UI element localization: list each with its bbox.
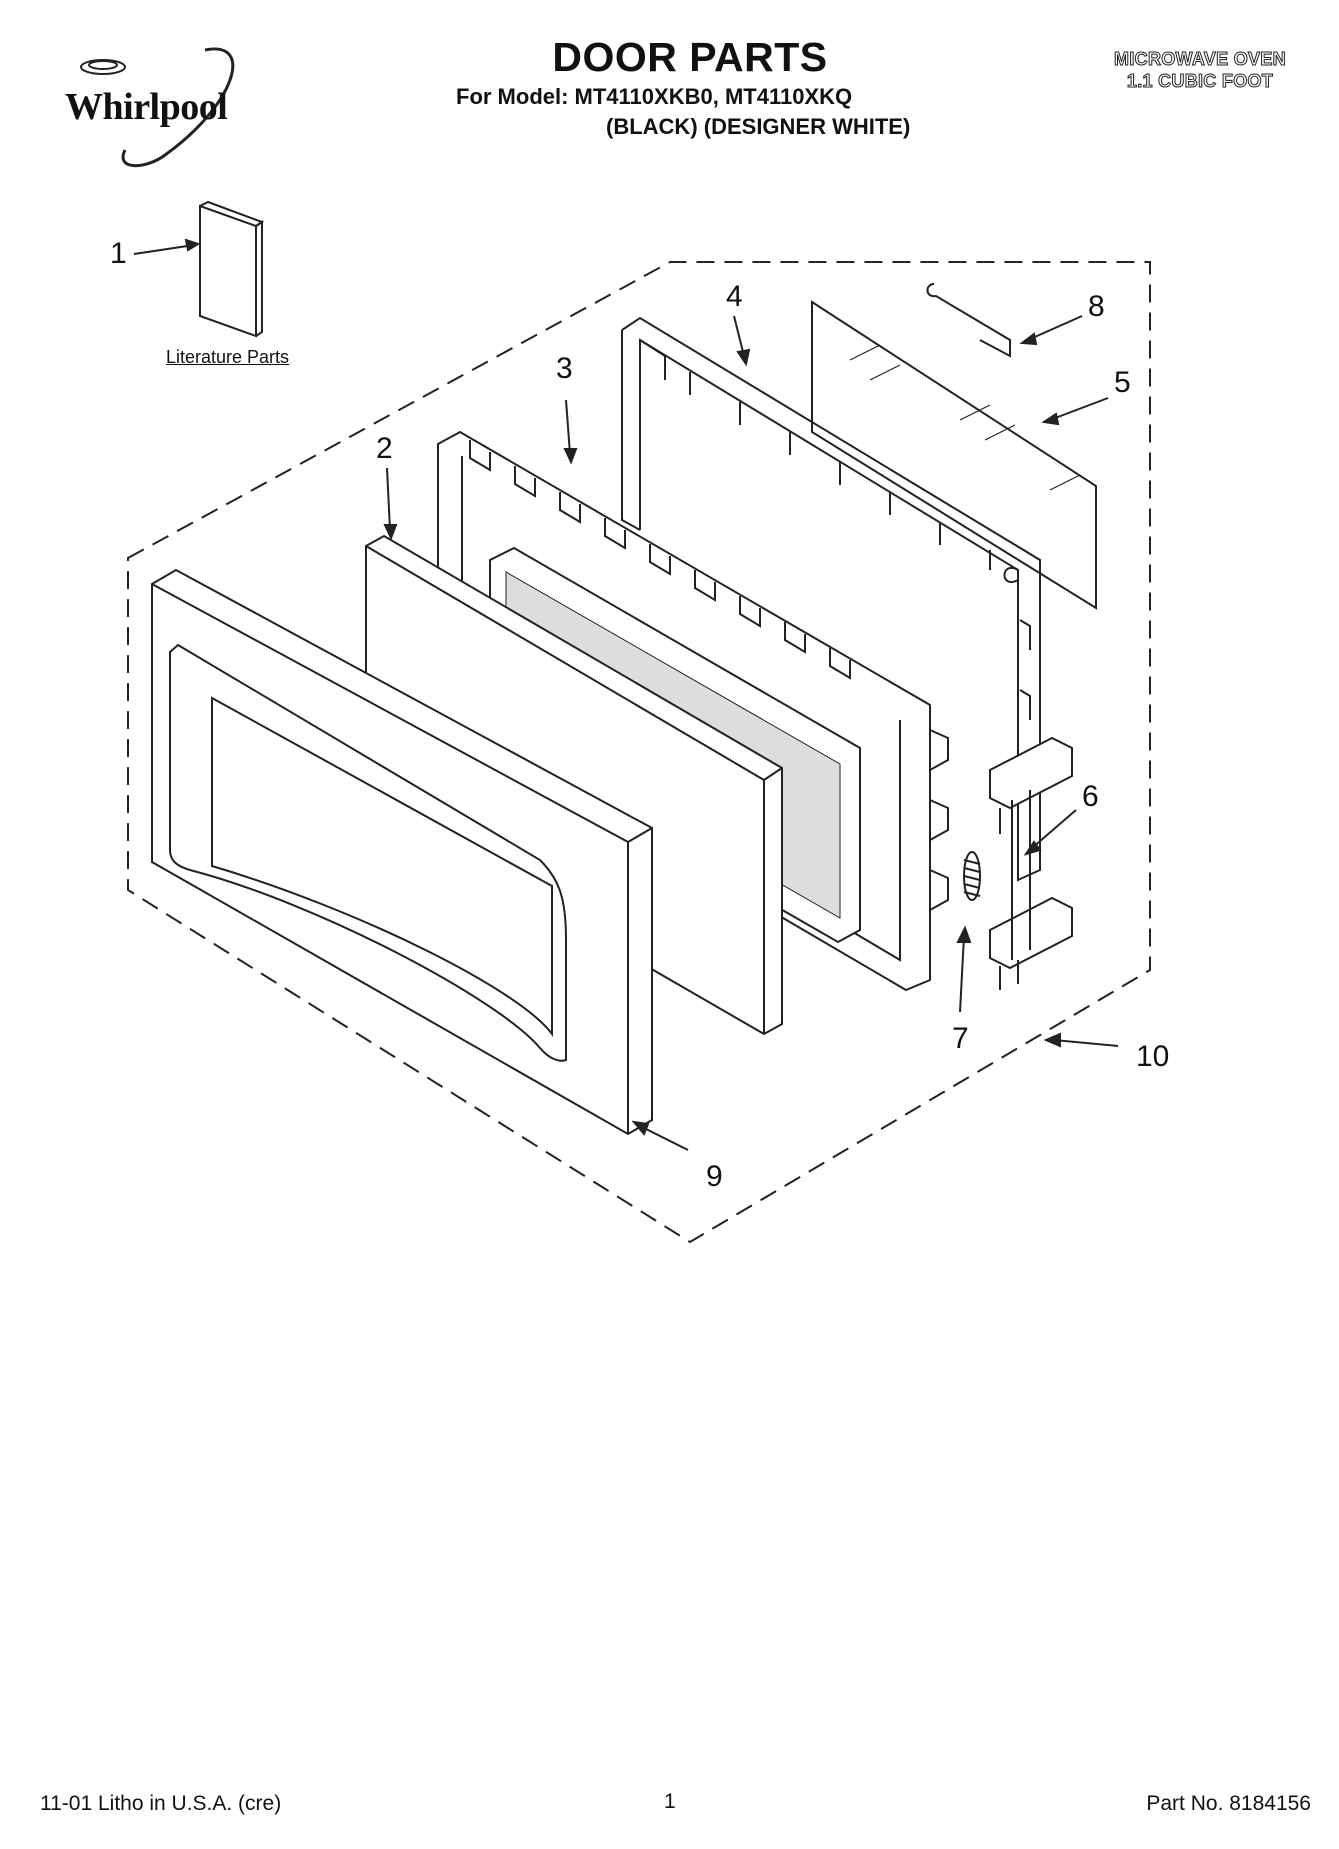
- whirlpool-logo: Whirlpool: [55, 45, 315, 175]
- leader-4: [733, 315, 745, 357]
- door-latch: [989, 736, 1073, 990]
- arrowhead: [1041, 412, 1060, 426]
- part-number: Part No. 8184156: [1146, 1792, 1311, 1815]
- product-type-line: MICROWAVE OVEN: [1114, 49, 1287, 70]
- arrowhead: [1019, 332, 1038, 346]
- callout-8: 8: [1088, 290, 1105, 323]
- leader-5: [1049, 397, 1109, 421]
- latch-spring: [963, 851, 981, 901]
- arrowhead: [631, 1120, 650, 1136]
- leader-2: [386, 467, 391, 531]
- callout-5: 5: [1114, 366, 1131, 399]
- arrowhead: [1023, 840, 1042, 856]
- leader-8: [1027, 315, 1083, 341]
- product-type-line: 1.1 CUBIC FOOT: [1126, 71, 1274, 92]
- arrowhead: [184, 238, 201, 252]
- callout-7: 7: [952, 1022, 969, 1055]
- arrowhead: [563, 448, 578, 465]
- model-line: For Model: MT4110XKB0, MT4110XKQ: [456, 84, 853, 109]
- leader-9: [639, 1125, 689, 1151]
- callout-6: 6: [1082, 780, 1099, 813]
- variant-line: (BLACK) (DESIGNER WHITE): [606, 114, 911, 139]
- callout-4: 4: [726, 280, 743, 313]
- callout-1: 1: [110, 237, 127, 270]
- leader-6: [1031, 809, 1077, 849]
- door-clip: [926, 283, 1011, 358]
- callout-10: 10: [1136, 1040, 1169, 1073]
- leader-7: [959, 935, 965, 1013]
- product-type: MICROWAVE OVEN 1.1 CUBIC FOOT: [1090, 48, 1310, 92]
- arrowhead: [956, 925, 972, 943]
- arrowhead: [383, 524, 398, 541]
- assembly-boundary: [127, 261, 1151, 1244]
- window-glass: [811, 300, 1097, 610]
- callout-9: 9: [706, 1160, 723, 1193]
- arrowhead: [736, 348, 751, 367]
- page-title: DOOR PARTS: [552, 34, 828, 80]
- literature-parts-label: Literature Parts: [166, 347, 290, 367]
- callout-2: 2: [376, 432, 393, 465]
- callout-3: 3: [556, 352, 573, 385]
- leader-1: [133, 244, 195, 255]
- leader-10: [1053, 1039, 1119, 1047]
- door-front: [151, 568, 653, 1136]
- page-number: 1: [664, 1790, 676, 1813]
- footer-print-info: 11-01 Litho in U.S.A. (cre): [40, 1792, 282, 1815]
- brand-name: Whirlpool: [65, 86, 228, 128]
- whirlpool-swirl-icon: [80, 47, 235, 168]
- literature-booklet: [199, 200, 265, 338]
- arrowhead: [1043, 1032, 1061, 1048]
- leader-3: [565, 399, 571, 455]
